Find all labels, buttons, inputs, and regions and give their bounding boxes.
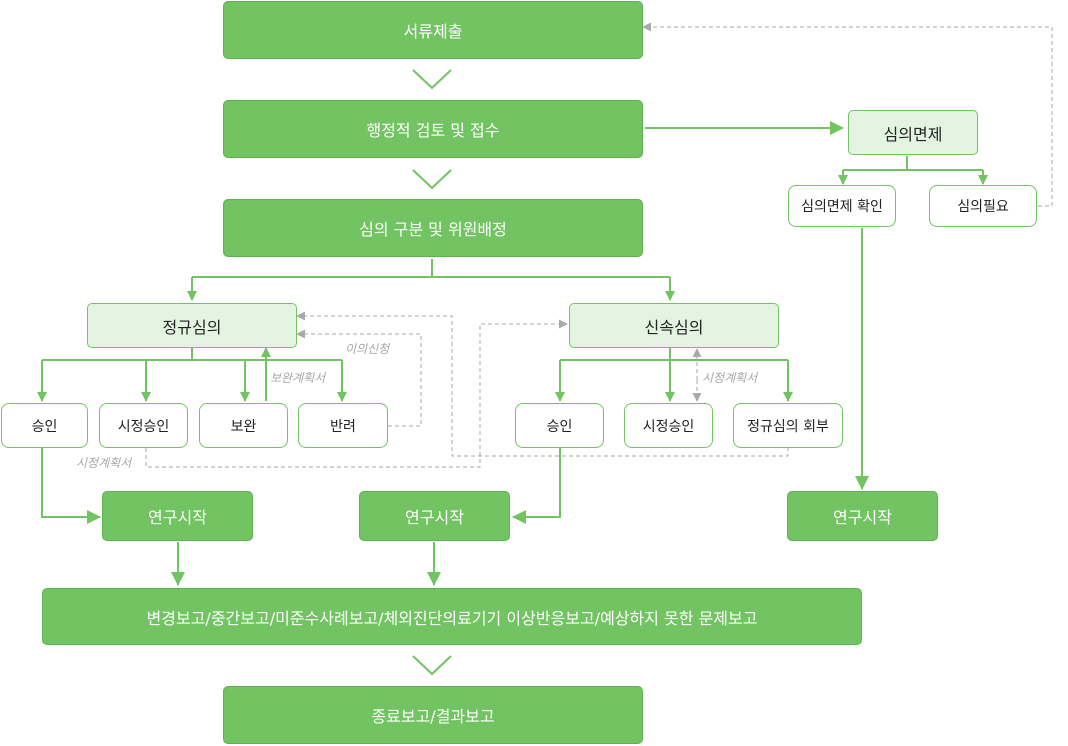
reports-box: 변경보고/중간보고/미준수사례보고/체외진단의료기기 이상반응보고/예상하지 못… bbox=[42, 588, 862, 645]
expedited-research-start-box: 연구시작 bbox=[359, 491, 510, 541]
review-classification-box: 심의 구분 및 위원배정 bbox=[223, 199, 643, 257]
exemption-confirm-box: 심의면제 확인 bbox=[788, 185, 896, 227]
regular-approve-box: 승인 bbox=[1, 403, 88, 448]
expedited-approve-box: 승인 bbox=[515, 403, 604, 448]
exemption-research-start-box: 연구시작 bbox=[787, 491, 938, 541]
appeal-note: 이의신청 bbox=[343, 342, 392, 356]
regular-conditional-approve-box: 시정승인 bbox=[99, 403, 188, 448]
final-report-box: 종료보고/결과보고 bbox=[223, 686, 643, 744]
expedited-review-box: 신속심의 bbox=[569, 303, 779, 348]
regular-correction-plan-note: 시정계획서 bbox=[74, 456, 134, 470]
regular-reject-box: 반려 bbox=[298, 403, 388, 448]
review-needed-box: 심의필요 bbox=[929, 185, 1037, 227]
expedited-correction-plan-note: 시정계획서 bbox=[700, 371, 760, 385]
supplement-plan-note: 보완계획서 bbox=[268, 371, 328, 385]
exemption-box: 심의면제 bbox=[848, 110, 978, 155]
chevron-down-icon bbox=[412, 69, 452, 676]
regular-review-box: 정규심의 bbox=[87, 303, 297, 348]
admin-review-box: 행정적 검토 및 접수 bbox=[223, 100, 643, 158]
regular-supplement-box: 보완 bbox=[199, 403, 288, 448]
referral-to-regular-box: 정규심의 회부 bbox=[733, 403, 843, 448]
regular-research-start-box: 연구시작 bbox=[102, 491, 253, 541]
submit-documents-box: 서류제출 bbox=[223, 1, 643, 59]
expedited-conditional-approve-box: 시정승인 bbox=[624, 403, 713, 448]
